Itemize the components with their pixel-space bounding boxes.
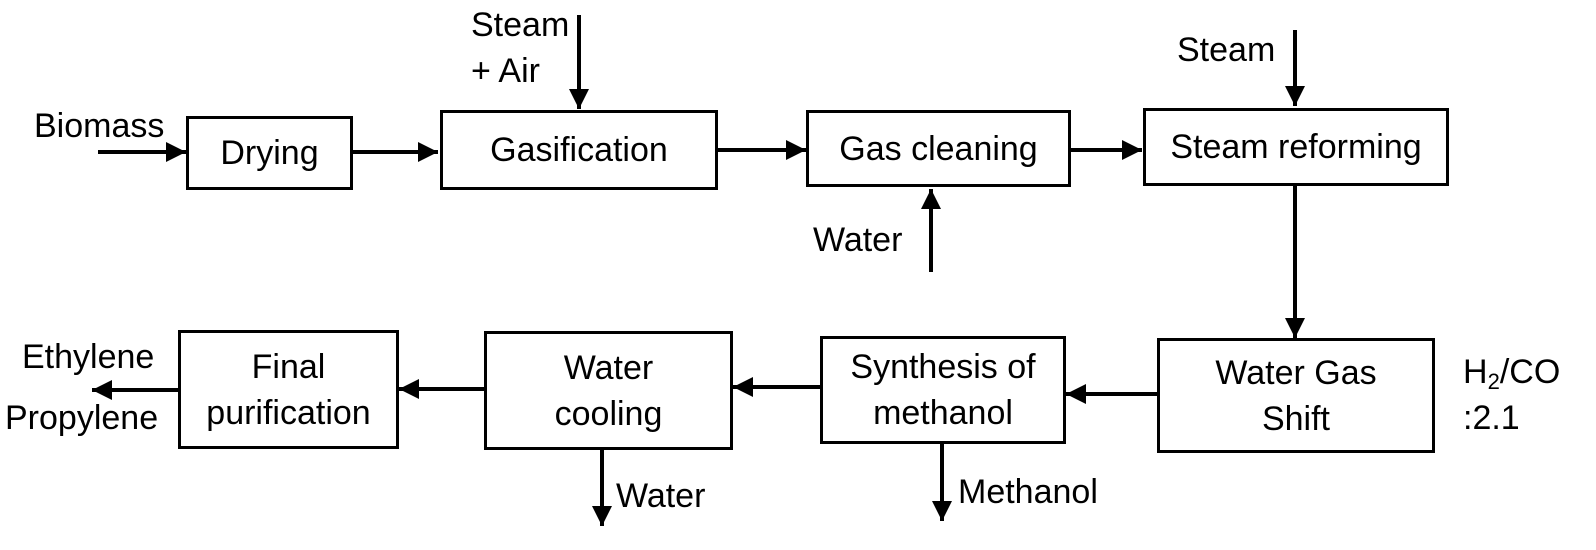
propylene-label: Propylene (5, 399, 159, 437)
final-purification-box: Final purification (178, 330, 399, 449)
ethylene-label: Ethylene (22, 338, 155, 376)
water-gas-shift-box: Water Gas Shift (1157, 338, 1435, 453)
biomass-label: Biomass (34, 107, 165, 145)
steam-label: Steam (1177, 31, 1276, 69)
gasification-box: Gasification (440, 110, 718, 190)
synthesis-methanol-box: Synthesis of methanol (820, 336, 1066, 444)
water-cooling-box: Water cooling (484, 331, 733, 450)
gas-cleaning-box: Gas cleaning (806, 110, 1071, 187)
water-in-label: Water (813, 221, 903, 259)
ratio-value-label: :2.1 (1463, 399, 1520, 437)
methanol-label: Methanol (958, 473, 1098, 511)
drying-box: Drying (186, 116, 353, 190)
h2-co-ratio-label: H2/CO (1463, 353, 1561, 394)
water-out-label: Water (616, 477, 706, 515)
steam-air-label: Steam + Air (471, 6, 570, 90)
steam-reforming-box: Steam reforming (1143, 108, 1449, 186)
